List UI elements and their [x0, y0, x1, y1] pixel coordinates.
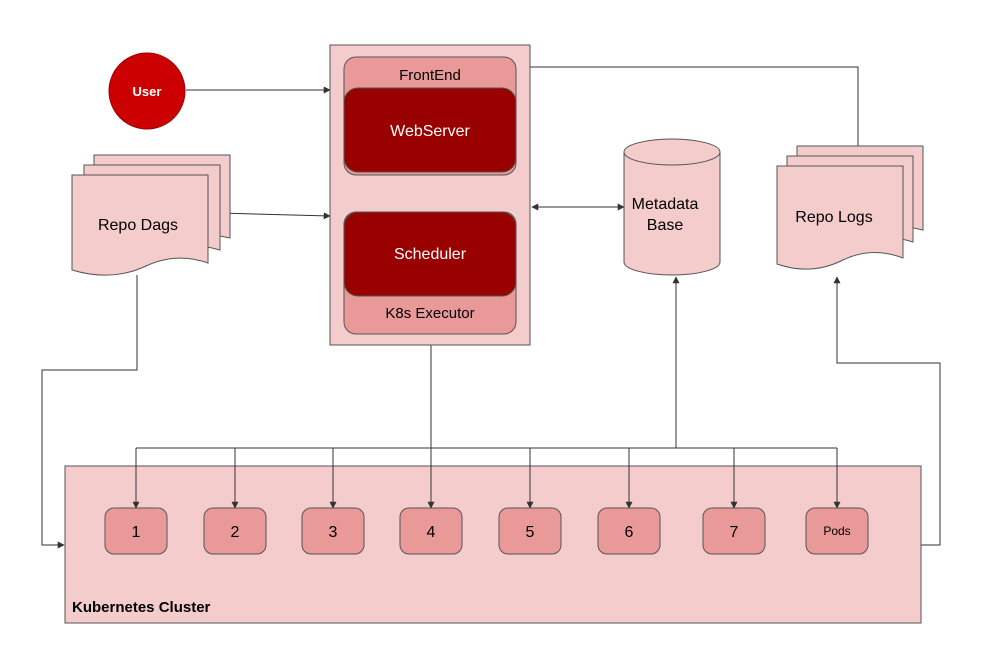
scheduler-box	[343, 211, 517, 297]
pod-label: 7	[730, 524, 739, 541]
metadata-label-line2: Base	[647, 217, 684, 234]
pod-label: 1	[132, 524, 141, 541]
pod-4: 4	[399, 507, 463, 555]
webserver-label: WebServer	[390, 123, 470, 140]
repo-dags-to-cluster-arrow	[41, 275, 138, 549]
metadata-database-node: Metadata Base	[623, 138, 721, 276]
frontend-label: FrontEnd	[399, 67, 461, 84]
pod-2: 2	[203, 507, 267, 555]
cluster-to-repo-logs-arrow	[833, 276, 941, 546]
repo-dags-to-airflow-arrow	[218, 212, 331, 220]
user-node: User	[108, 52, 186, 130]
webserver-box	[343, 87, 517, 173]
pod-5: 5	[498, 507, 562, 555]
repo-logs-label: Repo Logs	[795, 209, 872, 226]
pod-3: 3	[301, 507, 365, 555]
pod-label: 5	[526, 524, 535, 541]
pod-7: 7	[702, 507, 766, 555]
pod-8: Pods	[805, 507, 869, 555]
pod-label: 6	[625, 524, 634, 541]
pod-label: Pods	[823, 524, 850, 538]
connectors	[41, 63, 941, 549]
repo-dags-label: Repo Dags	[98, 217, 178, 234]
executor-label: K8s Executor	[385, 305, 474, 322]
kubernetes-cluster-title: Kubernetes Cluster	[72, 599, 211, 616]
pod-label: 4	[427, 524, 436, 541]
pod-1: 1	[104, 507, 168, 555]
pod-drop-arrows	[132, 448, 841, 509]
pods-group: 1 2 3 4 5 6 7 Pods	[104, 507, 869, 555]
pod-6: 6	[597, 507, 661, 555]
pod-label: 2	[231, 524, 240, 541]
user-label: User	[133, 84, 162, 99]
repo-logs-to-frontend-arrow	[517, 63, 859, 160]
airflow-box: FrontEnd WebServer Scheduler K8s Executo…	[329, 44, 531, 346]
repo-dags-node: Repo Dags	[71, 154, 231, 276]
kubernetes-cluster: Kubernetes Cluster	[64, 465, 922, 624]
repo-logs-node: Repo Logs	[776, 145, 924, 270]
pod-label: 3	[329, 524, 338, 541]
metadata-label-line1: Metadata	[632, 196, 699, 213]
scheduler-label: Scheduler	[394, 246, 467, 263]
